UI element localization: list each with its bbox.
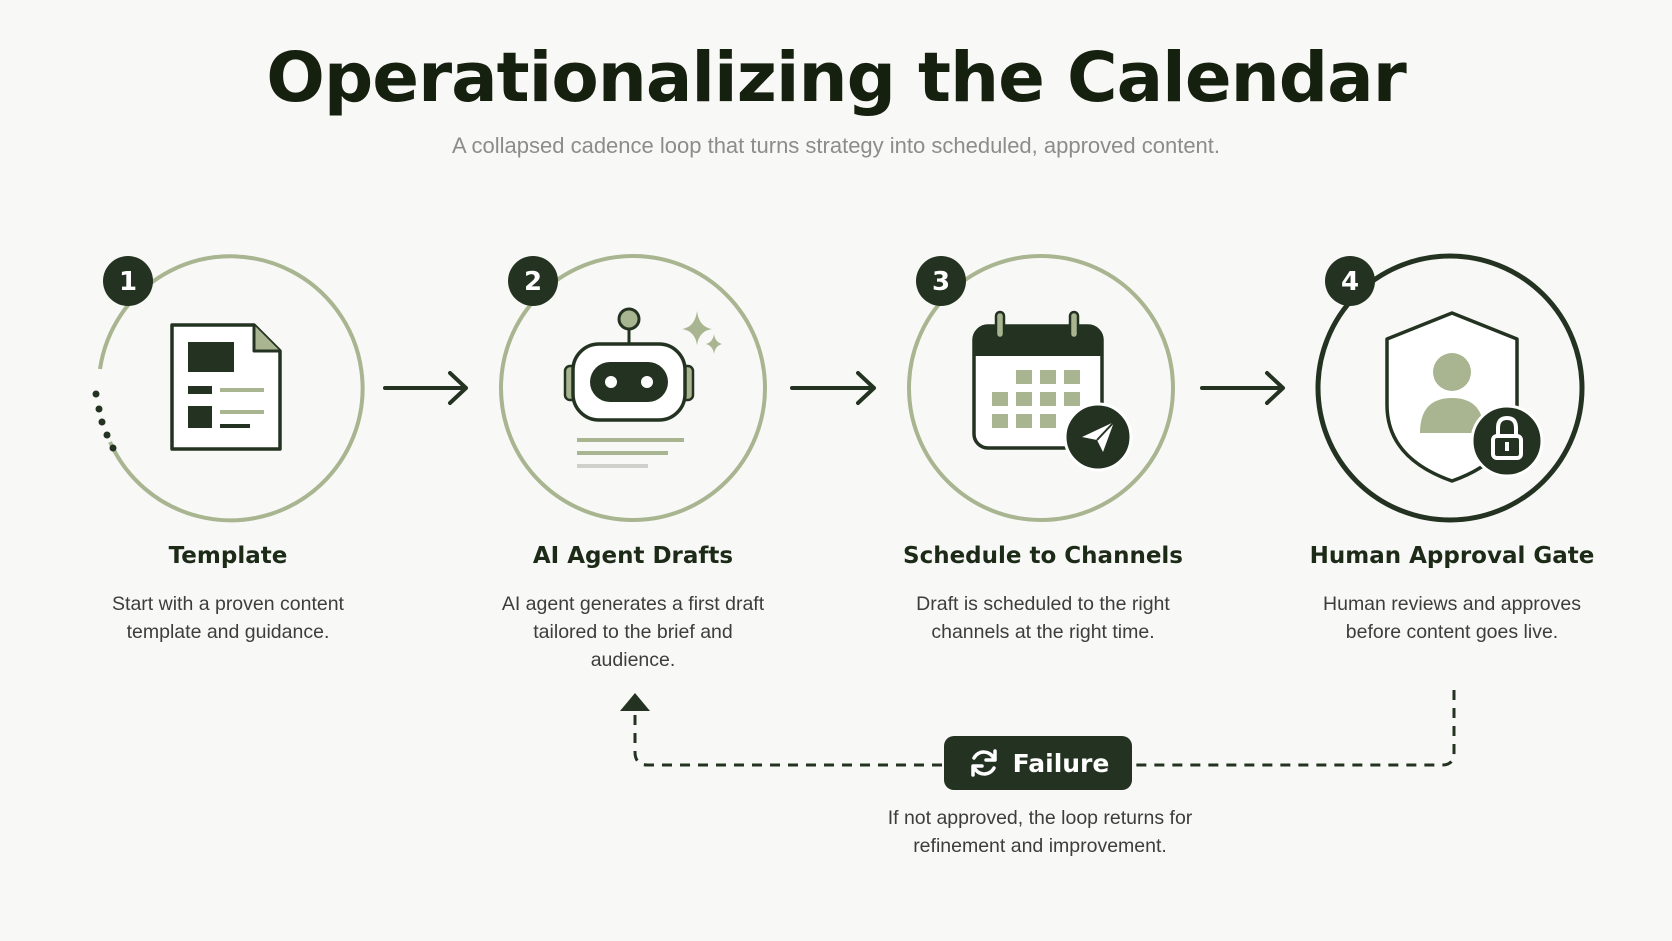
step-2-number-badge: 2 bbox=[508, 256, 558, 306]
step-4-number-badge: 4 bbox=[1325, 256, 1375, 306]
step-1-node bbox=[92, 254, 365, 523]
step-1-description: Start with a proven content template and… bbox=[112, 593, 344, 643]
robot-icon bbox=[563, 307, 722, 468]
step-3-node bbox=[907, 254, 1175, 522]
step-4-number: 4 bbox=[1341, 267, 1359, 297]
page-subtitle: A collapsed cadence loop that turns stra… bbox=[451, 133, 1221, 158]
calendar-send-icon bbox=[972, 310, 1133, 472]
step-2-node bbox=[499, 254, 767, 522]
arrow-step-3-to-4 bbox=[1200, 371, 1285, 405]
failure-description: If not approved, the loop returns for re… bbox=[887, 807, 1193, 857]
step-1-number: 1 bbox=[119, 267, 137, 297]
arrow-step-2-to-3 bbox=[790, 371, 876, 405]
step-3-number-badge: 3 bbox=[916, 256, 966, 306]
step-4-node bbox=[1315, 253, 1585, 523]
step-1-number-badge: 1 bbox=[103, 256, 153, 306]
progress-dots bbox=[92, 390, 117, 452]
step-2-number: 2 bbox=[524, 267, 542, 297]
step-2-title: AI Agent Drafts bbox=[532, 543, 734, 569]
shield-user-lock-icon bbox=[1385, 311, 1544, 483]
step-3-title: Schedule to Channels bbox=[903, 543, 1183, 569]
failure-label: Failure bbox=[1012, 748, 1110, 778]
failure-badge: Failure bbox=[944, 736, 1132, 790]
failure-loop-path bbox=[620, 690, 1456, 767]
step-4-description: Human reviews and approves before conten… bbox=[1323, 593, 1581, 643]
step-1-title: Template bbox=[168, 543, 288, 569]
refresh-icon bbox=[970, 749, 997, 777]
document-icon bbox=[170, 323, 282, 451]
step-3-number: 3 bbox=[932, 267, 950, 297]
step-2-description: AI agent generates a first draft tailore… bbox=[501, 593, 765, 671]
step-4-title: Human Approval Gate bbox=[1309, 543, 1595, 569]
arrow-step-1-to-2 bbox=[383, 371, 468, 405]
page-title: Operationalizing the Calendar bbox=[266, 38, 1407, 118]
step-3-description: Draft is scheduled to the right channels… bbox=[916, 593, 1170, 643]
